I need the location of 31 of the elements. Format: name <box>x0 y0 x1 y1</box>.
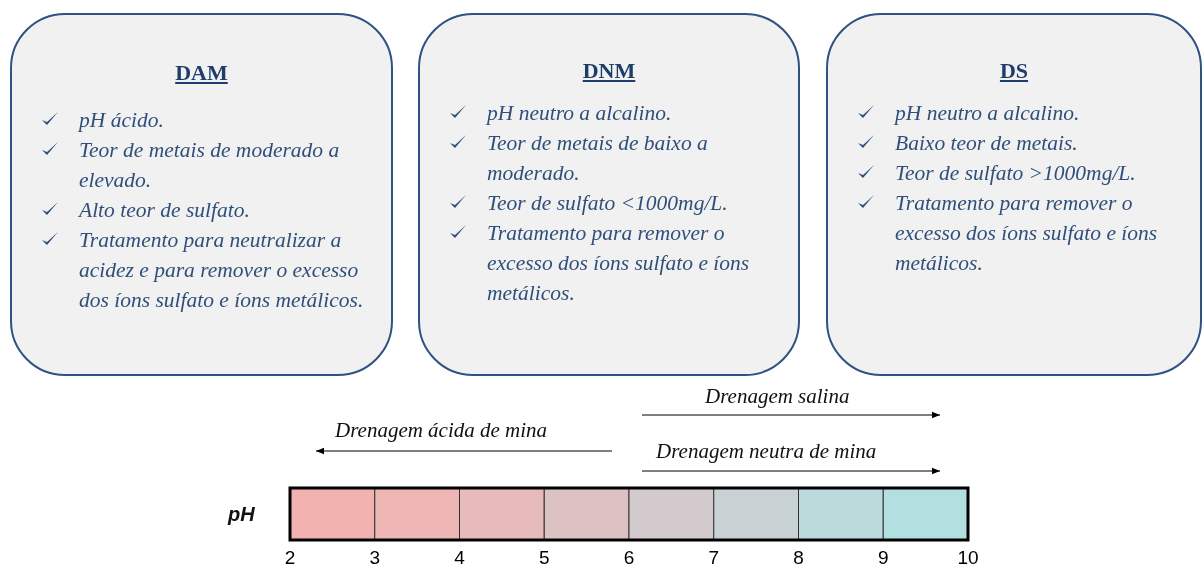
card-heading: DS <box>999 58 1029 83</box>
tick-label: 4 <box>454 547 465 569</box>
bullet-text: Teor de metais de baixo a moderado. <box>487 130 709 187</box>
card-heading: DNM <box>582 58 636 83</box>
range-label: Drenagem ácida de mina <box>335 418 548 443</box>
bullet-text: Tratamento para neutralizar a acidez e para remover o excesso dos íons sulfato e íons metálicos. <box>79 227 365 314</box>
bullet-text: pH neutro a alcalino. <box>895 100 1081 127</box>
bullet-text: Teor de sulfato <1000mg/L. <box>487 190 729 217</box>
rounded-box <box>10 13 393 376</box>
tick-label: 7 <box>708 547 720 569</box>
bullet-text: Tratamento para remover o excesso dos íons sulfato e íons metálicos. <box>895 190 1159 277</box>
tick-label: 6 <box>623 547 635 569</box>
range-label: Drenagem salina <box>705 384 850 409</box>
tick-label: 5 <box>538 547 550 569</box>
bullet-text: Tratamento para remover o excesso dos íons sulfato e íons metálicos. <box>487 220 751 307</box>
range-label: Drenagem neutra de mina <box>656 439 877 464</box>
bullet-text: pH neutro a alcalino. <box>487 100 673 127</box>
tick-label: 3 <box>369 547 381 569</box>
tick-label: 10 <box>957 547 979 569</box>
bullet-text: Baixo teor de metais. <box>895 130 1079 157</box>
bullet-text: Teor de sulfato >1000mg/L. <box>895 160 1137 187</box>
bullet-text: pH ácido. <box>79 107 165 134</box>
tick-label: 2 <box>284 547 296 569</box>
bullet-text: Alto teor de sulfato. <box>79 197 251 224</box>
card-heading: DAM <box>175 60 228 85</box>
axis-label: pH <box>228 503 255 526</box>
tick-label: 9 <box>877 547 889 569</box>
rounded-box <box>418 13 800 376</box>
bullet-text: Teor de metais de moderado a elevado. <box>79 137 341 194</box>
tick-label: 8 <box>793 547 804 569</box>
rounded-box <box>826 13 1202 376</box>
